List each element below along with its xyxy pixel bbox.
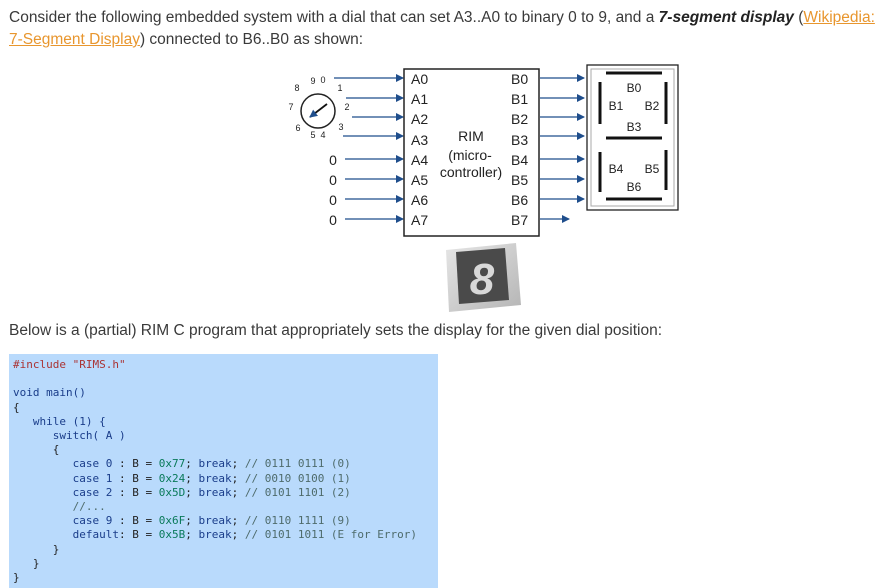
- code-switch: switch( A ): [52, 429, 126, 443]
- rim-input-label: A7: [411, 212, 428, 228]
- fixed-input-a5: 0: [329, 172, 337, 188]
- segment-label-b1: B1: [609, 99, 624, 113]
- rim-output-label: B4: [511, 152, 528, 168]
- dial-number: 4: [320, 130, 325, 140]
- dial-number: 2: [344, 102, 349, 112]
- rim-box: [403, 68, 540, 237]
- rim-output-label: B6: [511, 192, 528, 208]
- rim-output-labels: B0 B1 B2 B3 B4 B5 B6 B7: [511, 71, 528, 228]
- code-case-comment: // 0110 1111 (9): [244, 514, 351, 528]
- code-case-label: case 0: [72, 457, 113, 471]
- fixed-input-a6: 0: [329, 192, 337, 208]
- rim-output-label: B5: [511, 172, 528, 188]
- rim-subtitle-2: controller): [440, 164, 502, 180]
- photo-led-body: [456, 248, 509, 304]
- segment-label-b4: B4: [609, 162, 624, 176]
- rim-input-label: A2: [411, 111, 428, 127]
- dial-number: 8: [294, 83, 299, 93]
- segment-label-b6: B6: [627, 180, 642, 194]
- segment-label-b2: B2: [645, 99, 660, 113]
- rim-output-label: B0: [511, 71, 528, 87]
- rim-input-label: A3: [411, 132, 428, 148]
- code-brace: }: [52, 542, 60, 556]
- fixed-input-a4: 0: [329, 152, 337, 168]
- code-case-value: 0x77: [158, 457, 186, 471]
- dial-number: 6: [295, 123, 300, 133]
- dial-box: [286, 74, 291, 79]
- code-text: #include "RIMS.h" void main() { while (1…: [13, 358, 418, 585]
- rim-input-label: A1: [411, 91, 428, 107]
- rim-output-label: B7: [511, 212, 528, 228]
- rim-output-label: B1: [511, 91, 528, 107]
- dial-number: 9: [310, 76, 315, 86]
- code-case-value: 0x5D: [158, 485, 186, 499]
- fixed-input-a7: 0: [329, 212, 337, 228]
- intro-paragraph: Consider the following embedded system w…: [9, 7, 877, 51]
- code-case-label: case 2: [72, 485, 113, 499]
- below-paragraph: Below is a (partial) RIM C program that …: [9, 322, 663, 339]
- rim-input-label: A0: [411, 71, 428, 87]
- segment-label-b3: B3: [627, 120, 642, 134]
- code-case-value: 0x6F: [158, 514, 186, 528]
- code-include: #include "RIMS.h": [13, 358, 126, 371]
- rim-title: RIM: [458, 128, 484, 144]
- code-case-label: case 9: [72, 514, 113, 528]
- dial-pointer: [309, 103, 328, 118]
- dial-number: 1: [337, 83, 342, 93]
- segment-label-b5: B5: [645, 162, 660, 176]
- rim-subtitle-1: (micro-: [448, 147, 492, 163]
- code-case-comment: // 0010 0100 (1): [244, 471, 351, 485]
- rim-output-label: B3: [511, 132, 528, 148]
- rim-output-label: B2: [511, 111, 528, 127]
- photo-digit: 8: [470, 255, 495, 304]
- segment-label-b0: B0: [627, 81, 642, 95]
- dial-number: 7: [288, 102, 293, 112]
- intro-paren-open: (: [793, 9, 804, 26]
- code-ellipsis-comment: //...: [72, 500, 106, 514]
- code-brace: }: [32, 556, 40, 570]
- display-inner-frame: [590, 68, 675, 207]
- dial-number: 0: [320, 75, 325, 85]
- code-default-comment: // 0101 1011 (E for Error): [244, 528, 418, 542]
- seven-segment-display: B0 B1 B2 B3 B4 B5 B6: [586, 64, 679, 211]
- intro-text-before: Consider the following embedded system w…: [9, 9, 659, 26]
- code-case-comment: // 0101 1101 (2): [244, 485, 351, 499]
- dial-number: 3: [338, 122, 343, 132]
- rim-output-arrows: [540, 74, 585, 223]
- code-case-value: 0x24: [158, 471, 186, 485]
- code-case-label: case 1: [72, 471, 113, 485]
- rim-input-label: A6: [411, 192, 428, 208]
- dial-knob: 9 0 1 2 3 4 5 6 7 8: [286, 74, 349, 140]
- intro-bold-term: 7-segment display: [658, 9, 794, 26]
- embedded-system-diagram: 9 0 1 2 3 4 5 6 7 8 0 0 0 0 A0 A1 A2 A3 …: [286, 64, 679, 312]
- wikipedia-link[interactable]: Wikipedia: 7-Segment Display: [9, 9, 875, 48]
- code-block: #include "RIMS.h" void main() { while (1…: [9, 354, 438, 588]
- code-default-label: default: [72, 528, 119, 542]
- code-case-comment: // 0111 0111 (0): [244, 457, 351, 471]
- code-default-value: 0x5B: [158, 528, 186, 542]
- code-brace: }: [13, 571, 20, 585]
- rim-input-labels: A0 A1 A2 A3 A4 A5 A6 A7: [411, 71, 428, 228]
- rim-input-label: A4: [411, 152, 428, 168]
- code-brace: {: [52, 443, 60, 457]
- dial-output-arrows: [334, 74, 404, 223]
- code-while: while (1) {: [32, 414, 106, 428]
- code-brace: {: [13, 400, 20, 414]
- intro-text-after: ) connected to B6..B0 as shown:: [139, 31, 364, 48]
- seven-segment-photo: 8: [446, 243, 521, 312]
- dial-number: 5: [310, 130, 315, 140]
- code-main-signature: void main(): [13, 386, 86, 400]
- rim-input-label: A5: [411, 172, 428, 188]
